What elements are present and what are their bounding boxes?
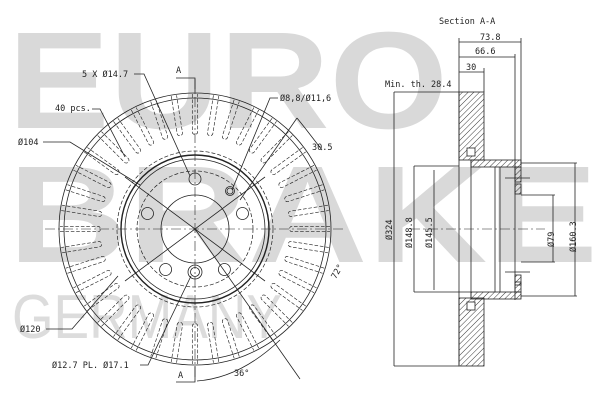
label-small-hole: Ø8,8/Ø11,6 [280, 93, 331, 104]
section-view: Section A-A 73.8 66.6 30 Min. th. 28.4 [384, 17, 579, 367]
dim-min-thickness: Min. th. 28.4 [385, 80, 452, 90]
section-mark-top: A [176, 66, 181, 76]
dim-30: 30 [466, 63, 476, 73]
label-angle-36: 36° [234, 369, 249, 379]
label-vanes: 40 pcs. [55, 104, 91, 114]
dim-dia-148-8: Ø148.8 [404, 217, 415, 248]
watermark-euro: EURO [8, 4, 448, 158]
dim-dia-79: Ø79 [546, 232, 557, 247]
label-dia-104: Ø104 [18, 137, 38, 148]
section-title: Section A-A [439, 17, 495, 27]
label-dia-120: Ø120 [20, 324, 40, 335]
dim-dia-160-3: Ø160.3 [568, 221, 579, 252]
bolt-holes [141, 172, 249, 280]
front-view [45, 79, 345, 380]
label-30-5: 30.5 [312, 143, 332, 153]
section-mark-bottom: A [178, 371, 183, 381]
label-pilot-holes: Ø12.7 PL. Ø17.1 [52, 360, 129, 371]
dim-dia-324: Ø324 [384, 220, 395, 240]
front-view-labels: 5 X Ø14.7 40 pcs. Ø104 Ø120 Ø12.7 PL. Ø1… [18, 66, 346, 383]
dim-73-8: 73.8 [480, 33, 500, 43]
dim-dia-145-5: Ø145.5 [424, 217, 435, 248]
dim-66-6: 66.6 [475, 47, 495, 57]
label-bolt-holes: 5 X Ø14.7 [82, 69, 128, 80]
